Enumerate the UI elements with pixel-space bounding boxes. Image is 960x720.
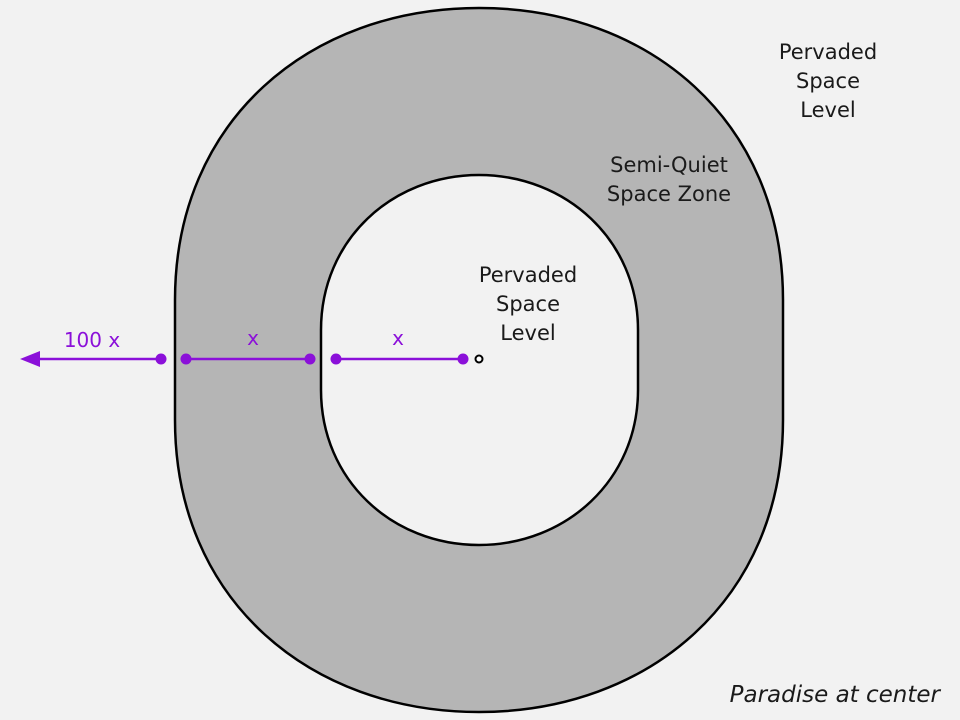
measure-inner-width — [330, 353, 469, 365]
paradise-center-marker — [474, 354, 484, 364]
measure-far-label: 100 x — [64, 328, 121, 352]
inner-level-line-3: Level — [500, 321, 555, 345]
outer-level-line-3: Level — [800, 98, 855, 122]
outer-level-line-1: Pervaded — [779, 40, 877, 64]
zone-label: Semi-Quiet Space Zone — [607, 153, 731, 206]
inner-level-line-1: Pervaded — [479, 263, 577, 287]
measure-zone-start-dot — [180, 353, 192, 365]
measure-zone-label: x — [247, 326, 259, 350]
measure-zone-end-dot — [304, 353, 316, 365]
inner-level-line-2: Space — [496, 292, 560, 316]
zone-line-2: Space Zone — [607, 182, 731, 206]
outer-level-line-2: Space — [796, 69, 860, 93]
arrowhead-left-icon — [20, 351, 40, 367]
measure-zone-width — [180, 353, 316, 365]
measure-far-endpoint — [155, 353, 167, 365]
caption: Paradise at center — [730, 682, 942, 708]
inner-level-label: Pervaded Space Level — [479, 263, 577, 345]
measure-far-arrow — [20, 351, 167, 367]
outer-level-label: Pervaded Space Level — [779, 40, 877, 122]
measure-inner-end-dot — [457, 353, 469, 365]
measure-inner-label: x — [392, 326, 404, 350]
measure-inner-start-dot — [330, 353, 342, 365]
zone-line-1: Semi-Quiet — [610, 153, 728, 177]
